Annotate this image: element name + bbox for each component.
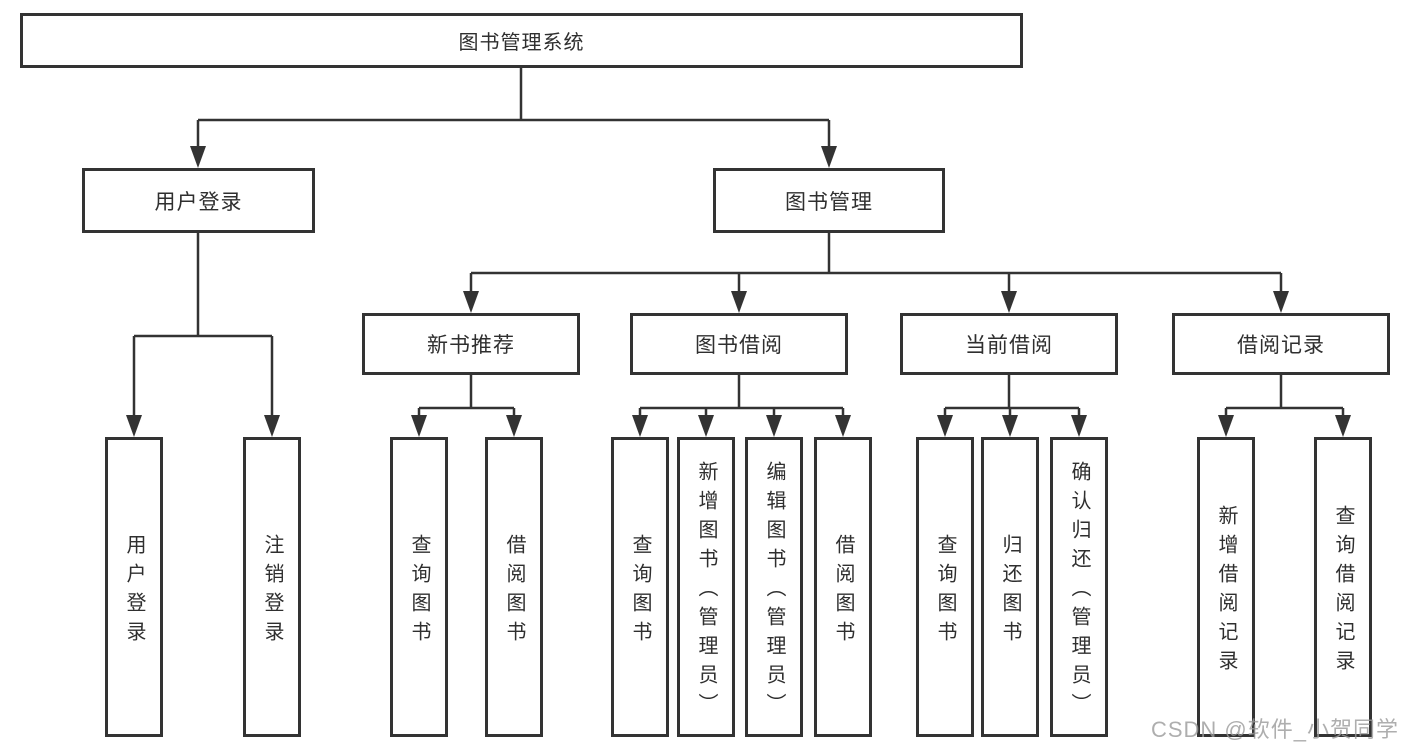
node-leaf-cb-confirm-return-admin: 确认归还（管理员） [1050, 437, 1108, 737]
node-root: 图书管理系统 [20, 13, 1023, 68]
csdn-watermark: CSDN @软件_小贺同学 [1150, 717, 1399, 742]
node-leaf-logout: 注销登录 [243, 437, 301, 737]
arrowhead-book-mgmt [821, 146, 837, 168]
node-leaf-cb-confirm-return-admin-label: 确认归还（管理员） [1068, 461, 1090, 722]
node-leaf-bb-borrow-books: 借阅图书 [814, 437, 872, 737]
node-leaf-br-add-record-label: 新增借阅记录 [1215, 504, 1237, 679]
node-leaf-cb-query-books-label: 查询图书 [934, 533, 956, 650]
node-leaf-br-query-record-label: 查询借阅记录 [1332, 504, 1354, 679]
node-user-login-label: 用户登录 [154, 190, 243, 214]
connector-book-mgmt-to-level3 [469, 233, 1283, 295]
node-leaf-nb-borrow-books-label: 借阅图书 [503, 533, 525, 650]
node-leaf-cb-query-books: 查询图书 [916, 437, 974, 737]
node-borrowing-records-label: 借阅记录 [1237, 334, 1325, 357]
node-leaf-cb-return-books-label: 归还图书 [999, 533, 1021, 650]
node-new-book-recommendation-label: 新书推荐 [427, 334, 515, 357]
connector-root-to-level2 [196, 68, 831, 150]
node-leaf-bb-borrow-books-label: 借阅图书 [832, 533, 854, 650]
node-leaf-bb-add-books-admin: 新增图书（管理员） [677, 437, 735, 737]
node-book-borrowing-label: 图书借阅 [695, 334, 783, 357]
connector-user-login-children [132, 233, 274, 419]
node-leaf-br-add-record: 新增借阅记录 [1197, 437, 1255, 737]
node-leaf-bb-add-books-admin-label: 新增图书（管理员） [695, 461, 717, 722]
node-current-borrowing-label: 当前借阅 [965, 334, 1053, 357]
node-leaf-nb-query-books: 查询图书 [390, 437, 448, 737]
node-book-management-label: 图书管理 [785, 190, 873, 214]
arrowhead-cb-return [1002, 415, 1018, 437]
node-user-login: 用户登录 [82, 168, 315, 233]
arrowhead-nb-query [411, 415, 427, 437]
arrowhead-cb-confirm [1071, 415, 1087, 437]
node-borrowing-records: 借阅记录 [1172, 313, 1390, 375]
arrowhead-br-add [1218, 415, 1234, 437]
arrowhead-book-borrow [731, 291, 747, 313]
connector-book-borrow-children [638, 375, 845, 419]
arrowhead-ul-logout [264, 415, 280, 437]
arrowhead-br-query [1335, 415, 1351, 437]
connector-new-book-rec-children [417, 375, 516, 419]
node-leaf-nb-query-books-label: 查询图书 [408, 533, 430, 650]
connector-borrow-records-children [1224, 375, 1345, 419]
node-leaf-user-login: 用户登录 [105, 437, 163, 737]
node-new-book-recommendation: 新书推荐 [362, 313, 580, 375]
node-root-label: 图书管理系统 [458, 32, 585, 54]
node-leaf-user-login-label: 用户登录 [123, 533, 145, 650]
node-leaf-br-query-record: 查询借阅记录 [1314, 437, 1372, 737]
arrowhead-user-login [190, 146, 206, 168]
node-leaf-bb-query-books-label: 查询图书 [629, 533, 651, 650]
arrowhead-bb-query [632, 415, 648, 437]
arrowhead-bb-borrow [835, 415, 851, 437]
arrowhead-new-book-rec [463, 291, 479, 313]
node-leaf-bb-query-books: 查询图书 [611, 437, 669, 737]
node-leaf-bb-edit-books-admin: 编辑图书（管理员） [745, 437, 803, 737]
node-book-borrowing: 图书借阅 [630, 313, 848, 375]
arrowhead-current-borrow [1001, 291, 1017, 313]
arrowhead-ul-user-login [126, 415, 142, 437]
node-current-borrowing: 当前借阅 [900, 313, 1118, 375]
node-leaf-logout-label: 注销登录 [261, 533, 283, 650]
node-leaf-cb-return-books: 归还图书 [981, 437, 1039, 737]
node-leaf-nb-borrow-books: 借阅图书 [485, 437, 543, 737]
arrowhead-cb-query [937, 415, 953, 437]
connector-current-borrow-children [943, 375, 1081, 419]
arrowhead-bb-add [698, 415, 714, 437]
node-book-management: 图书管理 [713, 168, 945, 233]
arrowhead-borrow-records [1273, 291, 1289, 313]
arrowhead-nb-borrow [506, 415, 522, 437]
node-leaf-bb-edit-books-admin-label: 编辑图书（管理员） [763, 461, 785, 722]
arrowhead-bb-edit [766, 415, 782, 437]
